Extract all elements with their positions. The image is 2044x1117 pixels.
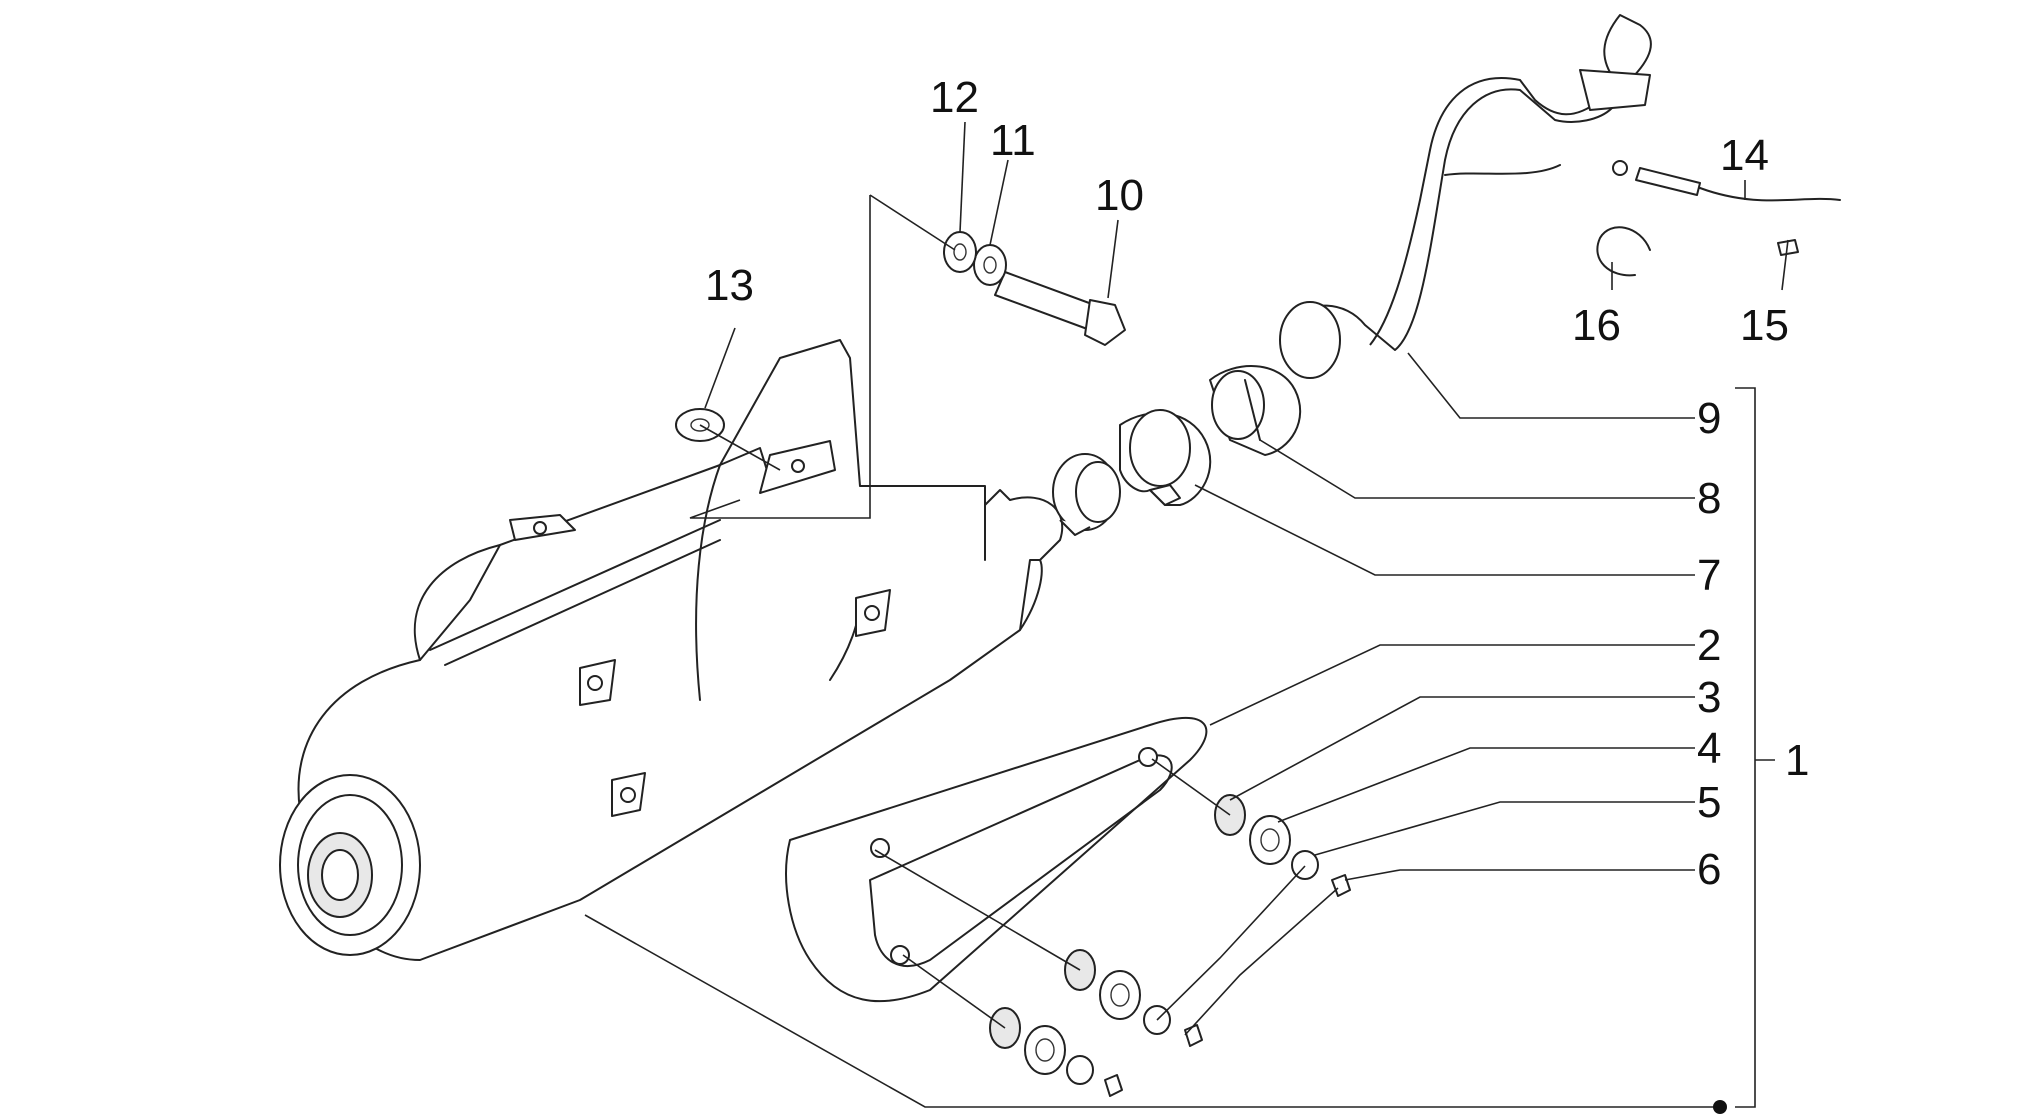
heat-shield <box>785 716 1208 1003</box>
muffler-inlet-connector <box>1052 453 1121 536</box>
mounting-bolt <box>994 271 1126 346</box>
circlip <box>1596 226 1651 277</box>
muffler-body <box>279 339 1064 961</box>
grommet-set-middle <box>1064 949 1203 1047</box>
grommet-set-lower <box>989 1007 1123 1097</box>
washer-12 <box>943 231 977 273</box>
callout-9: 9 <box>1697 394 1721 443</box>
callout-14: 14 <box>1720 131 1769 180</box>
callout-4: 4 <box>1697 724 1721 773</box>
exhaust-gasket <box>1209 365 1302 456</box>
callout-13: 13 <box>705 261 754 310</box>
callout-leaders <box>584 121 1789 1114</box>
lambda-sensor <box>1635 167 1841 202</box>
washer-11 <box>973 244 1007 286</box>
callout-labels: 1 2 3 4 5 6 7 8 9 10 11 12 13 14 15 16 <box>705 73 1809 894</box>
callout-11: 11 <box>990 116 1036 165</box>
bolt-axis-top-leader <box>869 194 956 251</box>
exhaust-clamp <box>1119 409 1212 506</box>
callout-16: 16 <box>1572 301 1621 350</box>
exhaust-pipe <box>1279 14 1652 379</box>
callout-6: 6 <box>1697 845 1721 894</box>
grommet-set-upper <box>1214 794 1351 897</box>
callout-3: 3 <box>1697 673 1721 722</box>
callout-10: 10 <box>1095 171 1144 220</box>
callout-5: 5 <box>1697 778 1721 827</box>
callout-1: 1 <box>1785 736 1809 785</box>
callout-8: 8 <box>1697 474 1721 523</box>
callout-7: 7 <box>1697 551 1721 600</box>
callout-2: 2 <box>1697 621 1721 670</box>
mounting-hardware <box>874 758 1351 1097</box>
sensor-connector <box>1777 239 1799 256</box>
nut-13-leader <box>699 424 781 471</box>
callout-15: 15 <box>1740 301 1789 350</box>
callout-12: 12 <box>930 73 979 122</box>
bolt-axis-leader <box>689 195 871 519</box>
callout-1-dot <box>1713 1100 1727 1114</box>
